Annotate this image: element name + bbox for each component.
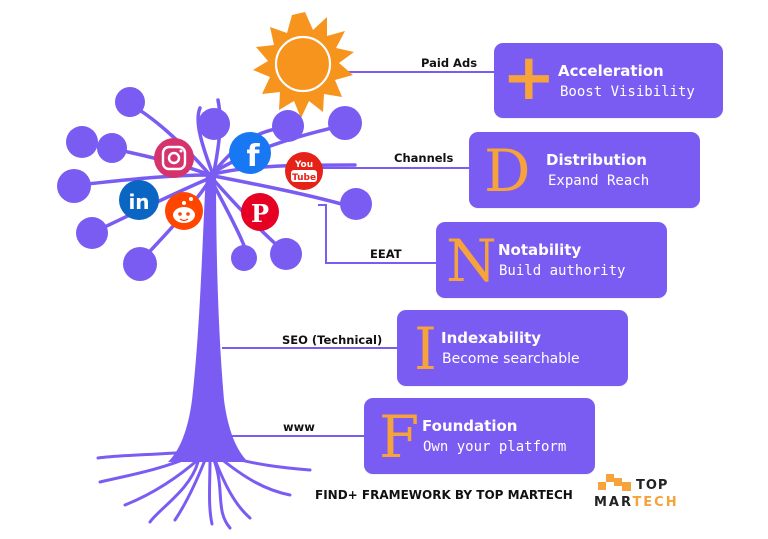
social-icons: f You Tube in P (119, 132, 323, 231)
reddit-icon (165, 192, 203, 230)
label-channels: Channels (394, 151, 454, 165)
instagram-icon (154, 138, 194, 178)
youtube-label-bottom: Tube (292, 173, 316, 183)
label-seo-technical: SEO (Technical) (282, 333, 383, 347)
youtube-label-top: You (294, 160, 313, 170)
card-subtitle-acceleration: Boost Visibility (560, 84, 695, 100)
card-title-notability: Notability (498, 241, 582, 259)
card-subtitle-indexability: Become searchable (442, 351, 580, 367)
card-subtitle-foundation: Own your platform (423, 439, 567, 455)
card-title-acceleration: Acceleration (558, 62, 664, 80)
facebook-icon: f (229, 132, 271, 174)
card-letter-plus: + (502, 41, 556, 115)
card-letter-n: N (446, 227, 497, 295)
footer-caption: FIND+ FRAMEWORK BY TOP MARTECH (315, 488, 573, 502)
card-letter-i: I (414, 315, 437, 383)
linkedin-icon: in (119, 180, 159, 220)
logo-mark-icon (598, 474, 631, 491)
card-subtitle-notability: Build authority (499, 263, 626, 279)
pinterest-glyph: P (251, 199, 269, 228)
label-eeat: EEAT (370, 247, 402, 261)
top-martech-logo: TOP MARTECH (592, 472, 702, 522)
linkedin-glyph: in (128, 190, 149, 214)
logo-text-tech: TECH (632, 495, 679, 510)
card-notability: N Notability Build authority (436, 222, 667, 298)
tree-graphic (57, 87, 372, 530)
card-distribution: D Distribution Expand Reach (469, 132, 700, 208)
card-acceleration: + Acceleration Boost Visibility (494, 43, 723, 118)
label-www: www (283, 420, 315, 434)
card-indexability: I Indexability Become searchable (397, 310, 628, 386)
connector-eeat (318, 204, 437, 264)
logo-text-bottom: MARTECH (594, 495, 679, 510)
card-title-foundation: Foundation (422, 417, 518, 435)
sun-icon (253, 12, 354, 118)
logo-text-top: TOP (636, 478, 669, 493)
card-foundation: F Foundation Own your platform (364, 398, 595, 474)
logo-text-mar: MAR (594, 495, 633, 510)
card-title-indexability: Indexability (441, 329, 542, 347)
youtube-icon: You Tube (285, 152, 323, 190)
facebook-glyph: f (246, 139, 260, 174)
card-title-distribution: Distribution (546, 151, 647, 169)
card-letter-f: F (379, 403, 420, 471)
card-subtitle-distribution: Expand Reach (548, 173, 650, 189)
card-letter-d: D (484, 137, 531, 205)
pinterest-icon: P (241, 193, 279, 231)
connector-lines (222, 71, 495, 437)
label-paid-ads: Paid Ads (421, 56, 478, 70)
